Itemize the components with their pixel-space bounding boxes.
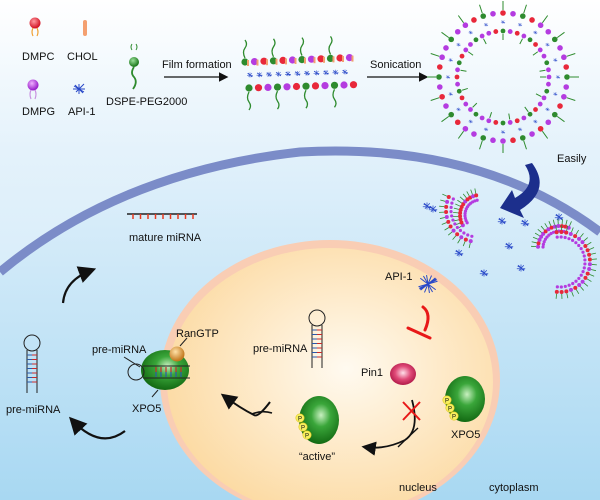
pre-mirna-export-label: pre-miRNA <box>92 344 147 356</box>
chol-label: CHOL <box>67 51 98 63</box>
pre-mirna-nucleus-label: pre-miRNA <box>253 343 308 355</box>
xpo5-export-label: XPO5 <box>132 403 161 415</box>
dmpc-label: DMPC <box>22 51 54 63</box>
sonication-label: Sonication <box>370 59 421 71</box>
phosphate-label: P <box>452 415 456 421</box>
film-formation-label: Film formation <box>162 59 232 71</box>
pin1-label: Pin1 <box>361 367 383 379</box>
pin1-icon <box>390 363 416 385</box>
active-label: “active” <box>299 451 335 463</box>
pre-mirna-cytoplasm-label: pre-miRNA <box>6 404 61 416</box>
xpo5-inactive-label: XPO5 <box>451 429 480 441</box>
dspe-peg-icon <box>129 57 139 67</box>
phosphate-label: P <box>298 417 302 423</box>
dmpc-icon <box>30 18 41 29</box>
easily-label: Easily <box>557 153 587 165</box>
phosphate-label: P <box>445 399 449 405</box>
dmpg-icon <box>28 80 39 91</box>
rangtp-label: RanGTP <box>176 328 219 340</box>
nucleus-label: nucleus <box>399 482 437 494</box>
cytoplasm-label: cytoplasm <box>489 482 539 494</box>
api1-label: API-1 <box>68 106 96 118</box>
phosphate-label: P <box>448 407 452 413</box>
mature-mirna-label: mature miRNA <box>129 232 202 244</box>
dspe-peg2000-label: DSPE-PEG2000 <box>106 96 187 108</box>
rangtp-icon <box>170 347 185 362</box>
phosphate-label: P <box>301 426 305 432</box>
chol-icon <box>83 20 87 36</box>
api1-nucleus-label: API-1 <box>385 271 413 283</box>
dmpg-label: DMPG <box>22 106 55 118</box>
phosphate-label: P <box>305 434 309 440</box>
